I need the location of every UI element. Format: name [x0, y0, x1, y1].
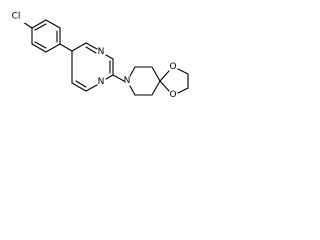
chlorophenyl-ring [31, 19, 61, 53]
atom-label-backdrop [7, 10, 25, 23]
bond [177, 87, 189, 94]
bond [31, 43, 47, 53]
piperidine-nitrogen-label: N [124, 76, 131, 86]
pyrimidine-ring [71, 42, 114, 92]
dioxolane-oxygen-label: O [169, 62, 176, 72]
bond [129, 66, 136, 77]
bond [129, 85, 136, 96]
bond [85, 46, 97, 54]
bond [151, 80, 161, 96]
dioxolane-ring [159, 68, 189, 94]
bond [159, 80, 170, 92]
bond [45, 19, 61, 29]
bond [85, 84, 98, 92]
dioxolane-oxygen-label: O [169, 90, 176, 100]
bond [59, 43, 73, 52]
piperidine-ring [129, 66, 161, 96]
bond [45, 43, 61, 53]
bond [159, 70, 170, 82]
bond [151, 66, 161, 82]
bond [112, 74, 125, 82]
bond [105, 54, 114, 60]
bond [71, 82, 87, 92]
bond [177, 68, 189, 75]
bond [85, 42, 98, 50]
pyrimidine-nitrogen-label: N [98, 47, 105, 57]
bond [34, 41, 47, 49]
bond [34, 23, 47, 31]
pyrimidine-nitrogen-label: N [98, 77, 105, 87]
bond [105, 74, 114, 80]
structure-diagram: Cl N N N O O [7, 10, 189, 100]
chlorine-label: Cl [12, 12, 21, 22]
bond [75, 80, 87, 88]
bond [71, 42, 87, 52]
bond [31, 19, 47, 29]
